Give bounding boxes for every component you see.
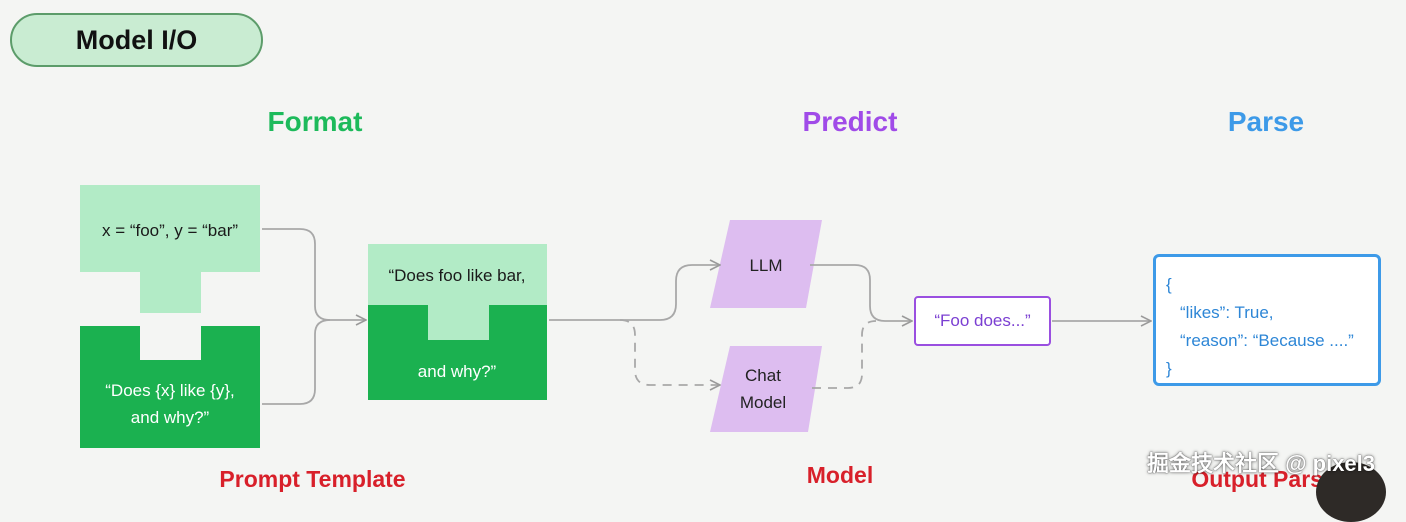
llm-shape	[710, 220, 822, 308]
chat-model-label: Chat Model	[712, 360, 814, 418]
dashed-chat-path	[619, 319, 877, 389]
prompt-template-label: Prompt Template	[219, 466, 406, 492]
variables-block	[80, 185, 260, 313]
llm-to-output-arrow	[810, 264, 912, 321]
filled-prompt-line-2: and why?”	[417, 361, 497, 381]
variables-text: x = “foo”, y = “bar”	[101, 220, 239, 240]
json-open-brace: {	[1166, 275, 1172, 294]
model-label: Model	[806, 462, 874, 488]
var-to-merge-line	[262, 228, 331, 321]
connector-lines	[262, 228, 1151, 405]
filled-prompt-line-1: “Does foo like bar,	[388, 265, 526, 285]
template-to-merge-line	[262, 319, 331, 405]
model-io-title: Model I/O	[10, 13, 263, 67]
llm-label: LLM	[749, 255, 783, 275]
json-line-reason: “reason”: “Because ....”	[1180, 331, 1354, 350]
filled-prompt-bottom	[368, 305, 547, 400]
diagram-canvas	[80, 185, 1406, 448]
chat-model-shape	[710, 346, 822, 432]
predict-heading: Predict	[802, 106, 898, 137]
parsed-output-box: { “likes”: True, “reason”: “Because ....…	[1153, 254, 1381, 386]
template-block	[80, 326, 260, 448]
filled-to-chat-dashed-arrow	[619, 319, 720, 385]
model-output-box: “Foo does...”	[914, 296, 1051, 346]
chat-model-line-2: Model	[739, 393, 787, 412]
template-line-2: and why?”	[130, 408, 210, 427]
filled-prompt-top	[368, 244, 547, 340]
filled-to-llm-arrow	[549, 265, 720, 321]
parse-heading: Parse	[1227, 106, 1305, 137]
json-close-brace: }	[1166, 359, 1172, 378]
template-text: “Does {x} like {y}, and why?”	[80, 374, 260, 434]
watermark-text: 掘金技术社区 @ pixel3	[1146, 451, 1376, 476]
template-line-1: “Does {x} like {y},	[105, 381, 235, 400]
chat-model-line-1: Chat	[745, 366, 781, 385]
json-line-likes: “likes”: True,	[1180, 303, 1274, 322]
chat-to-output-dashed-line	[812, 320, 877, 389]
format-heading: Format	[267, 106, 363, 137]
